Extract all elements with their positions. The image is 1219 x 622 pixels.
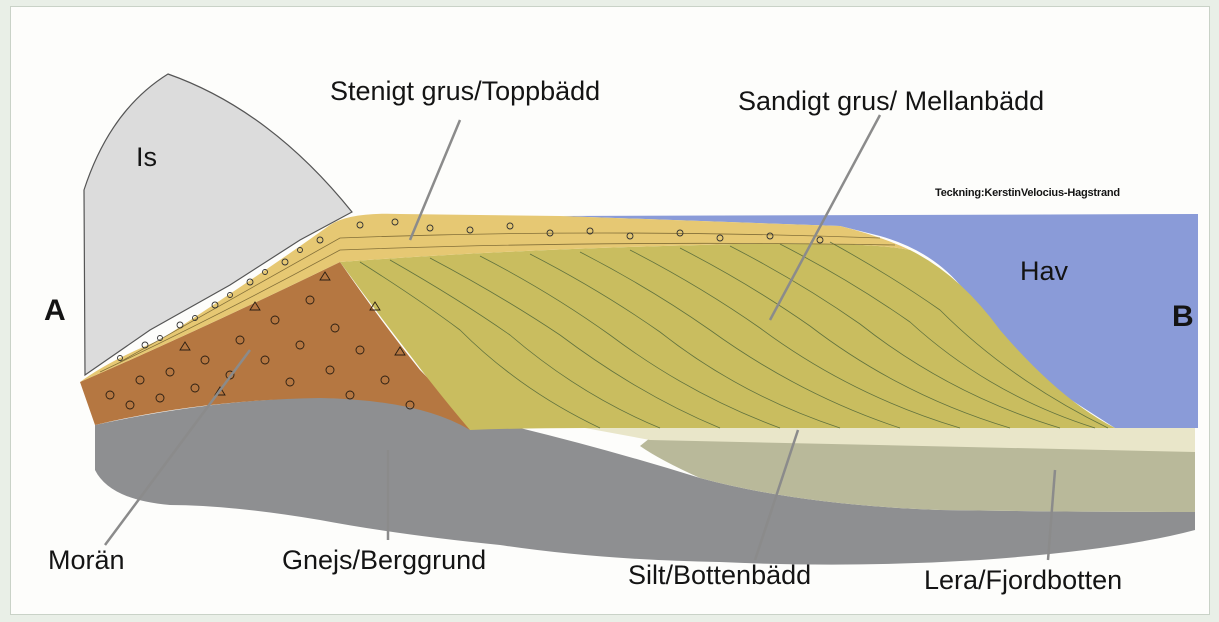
sea-label: Hav xyxy=(1020,256,1068,287)
endpoint-a-label: A xyxy=(44,294,66,328)
drawing-credit: Teckning:KerstinVelocius-Hagstrand xyxy=(935,187,1120,199)
endpoint-b-label: B xyxy=(1172,300,1194,334)
moraine-label: Morän xyxy=(48,545,125,576)
top-bed-label: Stenigt grus/Toppbädd xyxy=(330,76,600,107)
bottom-bed-label: Silt/Bottenbädd xyxy=(628,560,811,591)
ice-label: Is xyxy=(136,142,157,173)
clay-label: Lera/Fjordbotten xyxy=(924,565,1122,596)
middle-bed-label: Sandigt grus/ Mellanbädd xyxy=(738,86,1044,117)
bedrock-label: Gnejs/Berggrund xyxy=(282,545,486,576)
